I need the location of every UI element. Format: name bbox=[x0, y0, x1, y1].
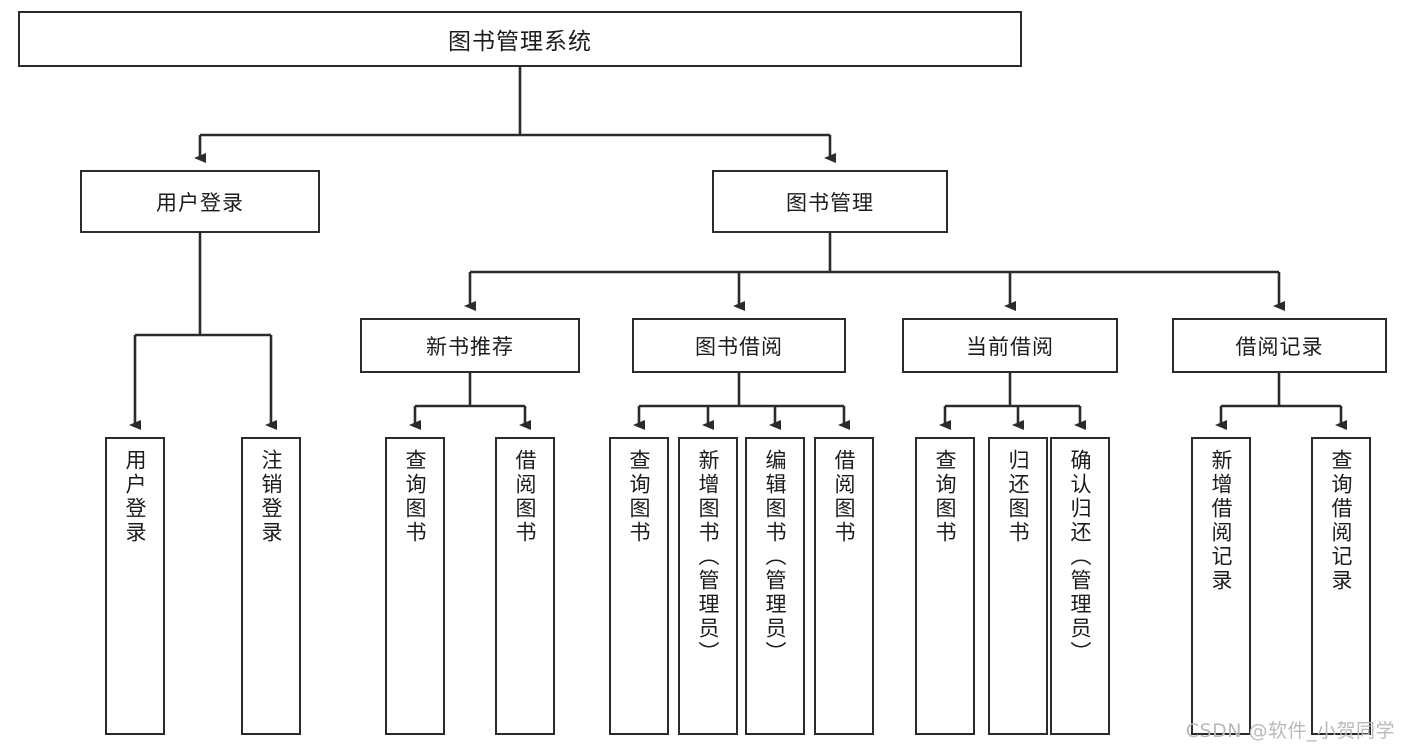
node-label: 图书借阅 bbox=[695, 334, 783, 359]
node-label: 查询图书 bbox=[933, 449, 958, 545]
node-root-system[interactable]: 图书管理系统 bbox=[18, 11, 1022, 67]
leaf-borrow-borrow-book[interactable]: 借阅图书 bbox=[814, 437, 874, 735]
leaf-recommend-borrow-book[interactable]: 借阅图书 bbox=[495, 437, 555, 735]
leaf-borrow-add-book-admin[interactable]: 新增图书（管理员） bbox=[678, 437, 738, 735]
leaf-record-query-record[interactable]: 查询借阅记录 bbox=[1311, 437, 1371, 735]
leaf-user-login-login[interactable]: 用户登录 bbox=[105, 437, 165, 735]
node-label: 当前借阅 bbox=[966, 334, 1054, 359]
leaf-recommend-query-book[interactable]: 查询图书 bbox=[385, 437, 445, 735]
node-label: 借阅记录 bbox=[1235, 334, 1324, 359]
node-current-borrow[interactable]: 当前借阅 bbox=[902, 318, 1118, 373]
node-label: 图书管理系统 bbox=[448, 29, 592, 55]
node-label: 新增借阅记录 bbox=[1209, 449, 1234, 593]
watermark-text: CSDN @软件_小贺同学 bbox=[1185, 720, 1395, 742]
node-label: 确认归还（管理员） bbox=[1068, 449, 1093, 665]
node-label: 查询图书 bbox=[627, 449, 652, 545]
node-label: 用户登录 bbox=[123, 449, 148, 545]
node-book-management[interactable]: 图书管理 bbox=[712, 170, 948, 233]
leaf-borrow-edit-book-admin[interactable]: 编辑图书（管理员） bbox=[745, 437, 805, 735]
node-label: 查询图书 bbox=[403, 449, 428, 545]
leaf-user-login-logout[interactable]: 注销登录 bbox=[241, 437, 301, 735]
node-label: 用户登录 bbox=[156, 190, 244, 215]
node-book-borrow[interactable]: 图书借阅 bbox=[632, 318, 846, 373]
node-label: 新书推荐 bbox=[426, 334, 514, 359]
node-label: 借阅图书 bbox=[832, 449, 857, 545]
node-label: 借阅图书 bbox=[513, 449, 538, 545]
node-label: 查询借阅记录 bbox=[1329, 449, 1354, 593]
node-label: 归还图书 bbox=[1006, 449, 1031, 545]
leaf-record-add-record[interactable]: 新增借阅记录 bbox=[1191, 437, 1251, 735]
node-borrow-record[interactable]: 借阅记录 bbox=[1172, 318, 1387, 373]
leaf-current-query-book[interactable]: 查询图书 bbox=[915, 437, 975, 735]
node-label: 注销登录 bbox=[259, 449, 284, 545]
node-new-book-recommend[interactable]: 新书推荐 bbox=[360, 318, 580, 373]
leaf-current-confirm-return-admin[interactable]: 确认归还（管理员） bbox=[1050, 437, 1110, 735]
leaf-current-return-book[interactable]: 归还图书 bbox=[988, 437, 1048, 735]
node-label: 新增图书（管理员） bbox=[696, 449, 721, 665]
node-label: 图书管理 bbox=[786, 190, 874, 215]
node-label: 编辑图书（管理员） bbox=[763, 449, 788, 665]
leaf-borrow-query-book[interactable]: 查询图书 bbox=[609, 437, 669, 735]
node-user-login[interactable]: 用户登录 bbox=[80, 170, 320, 233]
